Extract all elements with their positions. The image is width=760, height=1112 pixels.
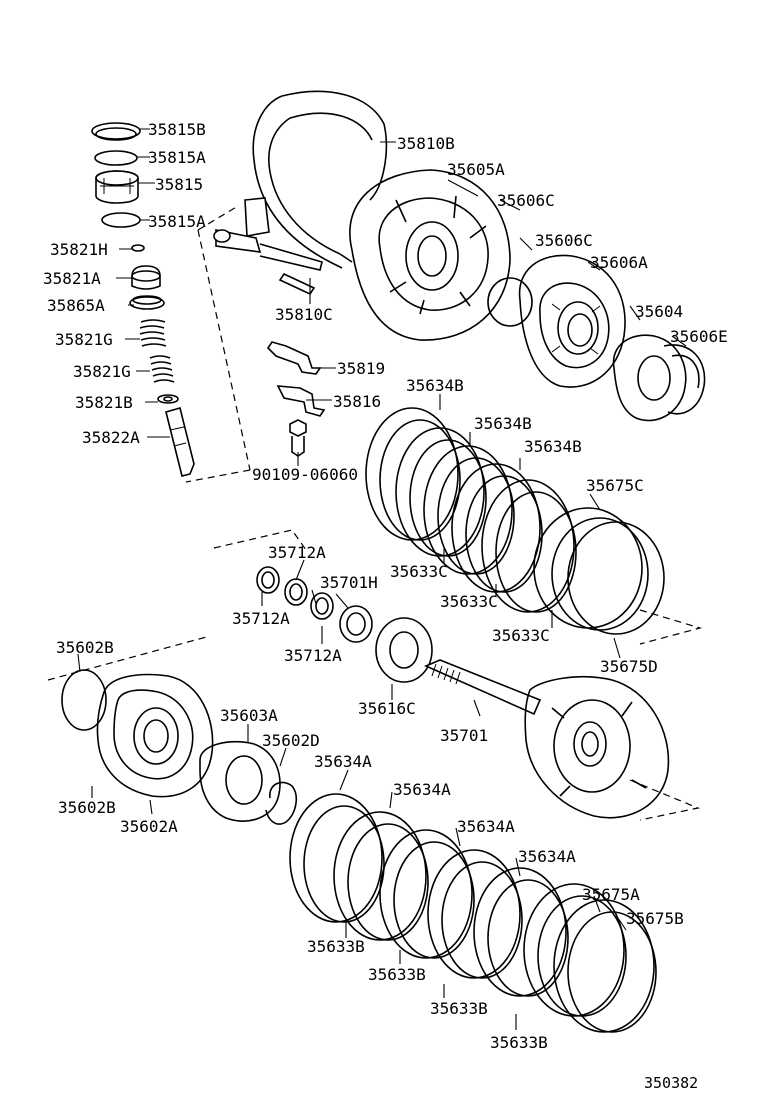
part-label: 35865A [47, 296, 105, 315]
part-label: 35634A [518, 847, 576, 866]
upper-clutch-pack [365, 407, 665, 635]
band-strut-parts [266, 341, 326, 457]
part-label: 35821B [75, 393, 133, 412]
part-label: 35602A [120, 817, 178, 836]
part-label: 35821G [55, 330, 113, 349]
oil-pump [61, 669, 214, 798]
part-label: 35815A [148, 148, 206, 167]
part-label: 35634B [474, 414, 532, 433]
part-label: 35606C [497, 191, 555, 210]
part-label: 35675D [600, 657, 658, 676]
piston-and-snap-ring [612, 334, 706, 422]
part-labels: 35815B 35815A 35815 35815A 35821H 35821A… [43, 120, 728, 1092]
part-label: 35633C [440, 592, 498, 611]
part-label: 35616C [358, 699, 416, 718]
part-label: 35606E [670, 327, 728, 346]
lower-clutch-pack [289, 793, 657, 1033]
part-label: 35819 [337, 359, 385, 378]
part-label: 35816 [333, 392, 381, 411]
leader-lines [77, 128, 687, 1030]
part-label: 35712A [284, 646, 342, 665]
part-label: 35675C [586, 476, 644, 495]
diagram-number: 350382 [644, 1074, 698, 1092]
part-label: 35606A [590, 253, 648, 272]
input-shaft-hub [424, 659, 670, 819]
pump-cover-and-clip [199, 740, 298, 825]
part-label: 90109-06060 [252, 465, 358, 484]
part-label: 35633B [490, 1033, 548, 1052]
spline-plate [375, 617, 433, 683]
part-label: 35821H [50, 240, 108, 259]
part-label: 35810B [397, 134, 455, 153]
part-label: 35602D [262, 731, 320, 750]
alignment-lines [47, 205, 703, 821]
part-label: 35603A [220, 706, 278, 725]
part-label: 35675A [582, 885, 640, 904]
part-label: 35822A [82, 428, 140, 447]
brake-band [213, 90, 388, 296]
part-label: 35633C [390, 562, 448, 581]
thrust-bearings [256, 566, 373, 643]
part-label: 35815B [148, 120, 206, 139]
part-label: 35810C [275, 305, 333, 324]
part-label: 35815A [148, 212, 206, 231]
part-label: 35634A [314, 752, 372, 771]
part-label: 35633B [368, 965, 426, 984]
part-label: 35701H [320, 573, 378, 592]
part-label: 35606C [535, 231, 593, 250]
part-label: 35633B [430, 999, 488, 1018]
part-label: 35821A [43, 269, 101, 288]
part-label: 35634A [393, 780, 451, 799]
part-label: 35712A [232, 609, 290, 628]
part-label: 35633C [492, 626, 550, 645]
part-label: 35675B [626, 909, 684, 928]
servo-piston-assembly [91, 122, 195, 477]
part-label: 35604 [635, 302, 683, 321]
clutch-piston-drum [518, 254, 626, 388]
part-label: 35634B [406, 376, 464, 395]
part-label: 35821G [73, 362, 131, 381]
part-label: 35701 [440, 726, 488, 745]
parts-artwork [47, 90, 706, 1033]
part-label: 35605A [447, 160, 505, 179]
part-label: 35712A [268, 543, 326, 562]
part-label: 35815 [155, 175, 203, 194]
clutch-drum [349, 169, 511, 341]
part-label: 35602B [58, 798, 116, 817]
part-label: 35634A [457, 817, 515, 836]
part-label: 35602B [56, 638, 114, 657]
part-label: 35634B [524, 437, 582, 456]
o-ring [487, 277, 533, 327]
part-label: 35633B [307, 937, 365, 956]
